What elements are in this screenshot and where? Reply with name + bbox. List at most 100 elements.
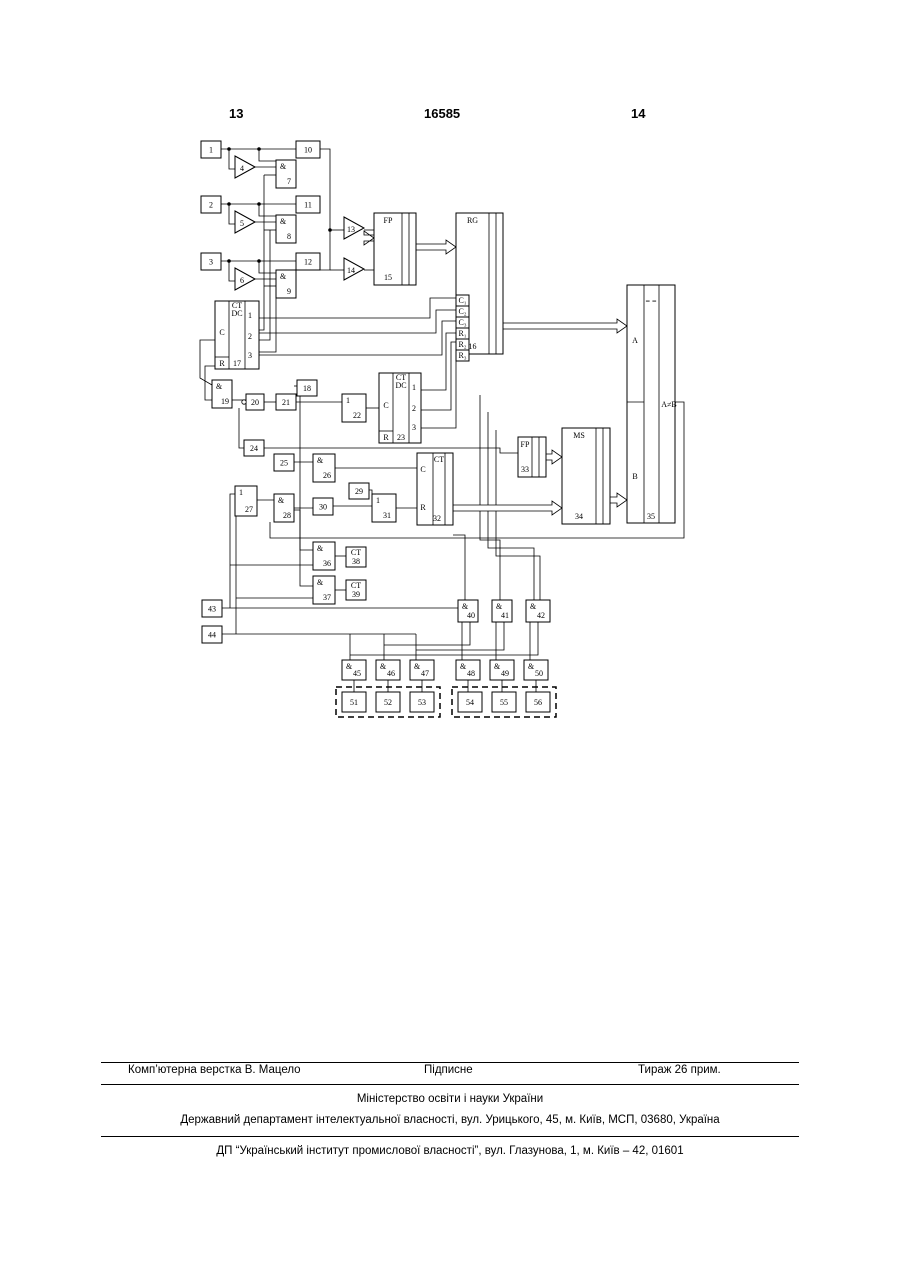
block-label: 24 (250, 444, 258, 453)
block-label: 17 (233, 359, 241, 368)
amplifier-6: 6 (235, 268, 255, 290)
wire (259, 149, 276, 161)
block-label: 1 (209, 146, 213, 155)
block-51: 51 (342, 692, 366, 712)
block-label: 40 (467, 611, 475, 620)
block-title: DC (395, 381, 406, 390)
block-8: &8 (276, 215, 296, 243)
block-label: 21 (282, 398, 290, 407)
gate-op: & (496, 602, 503, 611)
port-label: C₁ (458, 296, 466, 305)
block-44: 44 (202, 626, 222, 643)
block-16: RG16C₁C₂C₃R₁R₂R₃ (456, 213, 503, 361)
wire (259, 175, 264, 330)
wire (200, 340, 215, 385)
wire (259, 261, 276, 273)
port-label: C (219, 328, 224, 337)
port-label: C (420, 465, 425, 474)
block-17: CTDCCR12317 (215, 301, 259, 369)
amplifier-14: 14 (344, 258, 364, 280)
wire (229, 204, 235, 224)
block-2: 2 (201, 196, 221, 213)
gate-op: & (317, 578, 324, 587)
block-label: 13 (347, 225, 355, 234)
wire (259, 230, 270, 340)
block-label: 6 (240, 276, 244, 285)
bus-arrow-34-35 (610, 493, 627, 507)
port-label: R₃ (458, 351, 466, 360)
block-9: &9 (276, 270, 296, 298)
footer-rule-bottom (101, 1136, 799, 1137)
port-label: C (383, 401, 388, 410)
block-label: 34 (575, 512, 583, 521)
wire (421, 342, 456, 410)
block-label: 54 (466, 698, 474, 707)
port-label: 3 (412, 423, 416, 432)
block-label: 46 (387, 669, 395, 678)
gate-op: & (317, 456, 324, 465)
block-title: FP (521, 440, 530, 449)
block-label: 19 (221, 397, 229, 406)
block-label: 50 (535, 669, 543, 678)
gate-op: & (460, 662, 467, 671)
block-label: 51 (350, 698, 358, 707)
block-label: 56 (534, 698, 542, 707)
block-27: 127 (235, 486, 257, 516)
block-label: 3 (209, 258, 213, 267)
port-label: R (420, 503, 426, 512)
gate-op: & (278, 496, 285, 505)
port-label: R₁ (458, 329, 466, 338)
block-10: 10 (296, 141, 320, 158)
block-label: 45 (353, 669, 361, 678)
block-label: 5 (240, 219, 244, 228)
block-label: 8 (287, 232, 291, 241)
block-label: 42 (537, 611, 545, 620)
block-title: CT (434, 455, 444, 464)
block-label: 32 (433, 514, 441, 523)
block-29: 29 (349, 483, 369, 499)
gate-op: & (380, 662, 387, 671)
junction-dot (328, 228, 332, 232)
block-diagram: 4561314123101112&7&8&9FP15RG16C₁C₂C₃R₁R₂… (0, 0, 901, 760)
block-label: 48 (467, 669, 475, 678)
block-1: 1 (201, 141, 221, 158)
block-41: &41 (492, 600, 512, 622)
block-20: 20 (246, 394, 264, 410)
gate-op: 1 (346, 396, 350, 405)
block-33: FP33 (518, 437, 546, 477)
block-22: 122 (342, 394, 366, 422)
block-label: 10 (304, 146, 312, 155)
ministry-line: Міністерство освіти і науки України (101, 1093, 799, 1105)
block-47: &47 (410, 660, 434, 680)
bus-arrow-16-35 (503, 319, 627, 333)
amplifier-5: 5 (235, 211, 255, 233)
footer-rule-top (101, 1062, 799, 1063)
triangle-icon (235, 156, 255, 178)
block-title: MS (573, 431, 585, 440)
block-11: 11 (296, 196, 320, 213)
inversion-circle (242, 400, 246, 404)
block-12: 12 (296, 253, 320, 270)
block-45: &45 (342, 660, 366, 680)
signed-label: Підписне (424, 1064, 473, 1076)
block-21: 21 (276, 394, 296, 410)
gate-op: & (414, 662, 421, 671)
port-label: 1 (412, 383, 416, 392)
port-label: A≠B (661, 400, 677, 409)
block-36: &36 (313, 542, 335, 570)
block-label: 7 (287, 177, 291, 186)
gate-op: & (494, 662, 501, 671)
block-label: 14 (347, 266, 355, 275)
block-label: 2 (209, 201, 213, 210)
port-label: C₃ (458, 318, 466, 327)
block-label: 18 (303, 384, 311, 393)
wire (230, 494, 235, 608)
block-31: 131 (372, 494, 396, 522)
port-label: 2 (248, 332, 252, 341)
gate-op: 1 (376, 496, 380, 505)
block-38: CT38 (346, 547, 366, 567)
gate-op: 1 (239, 488, 243, 497)
diagram-wires (200, 147, 684, 717)
wire (259, 298, 456, 318)
port-label: B (632, 472, 637, 481)
